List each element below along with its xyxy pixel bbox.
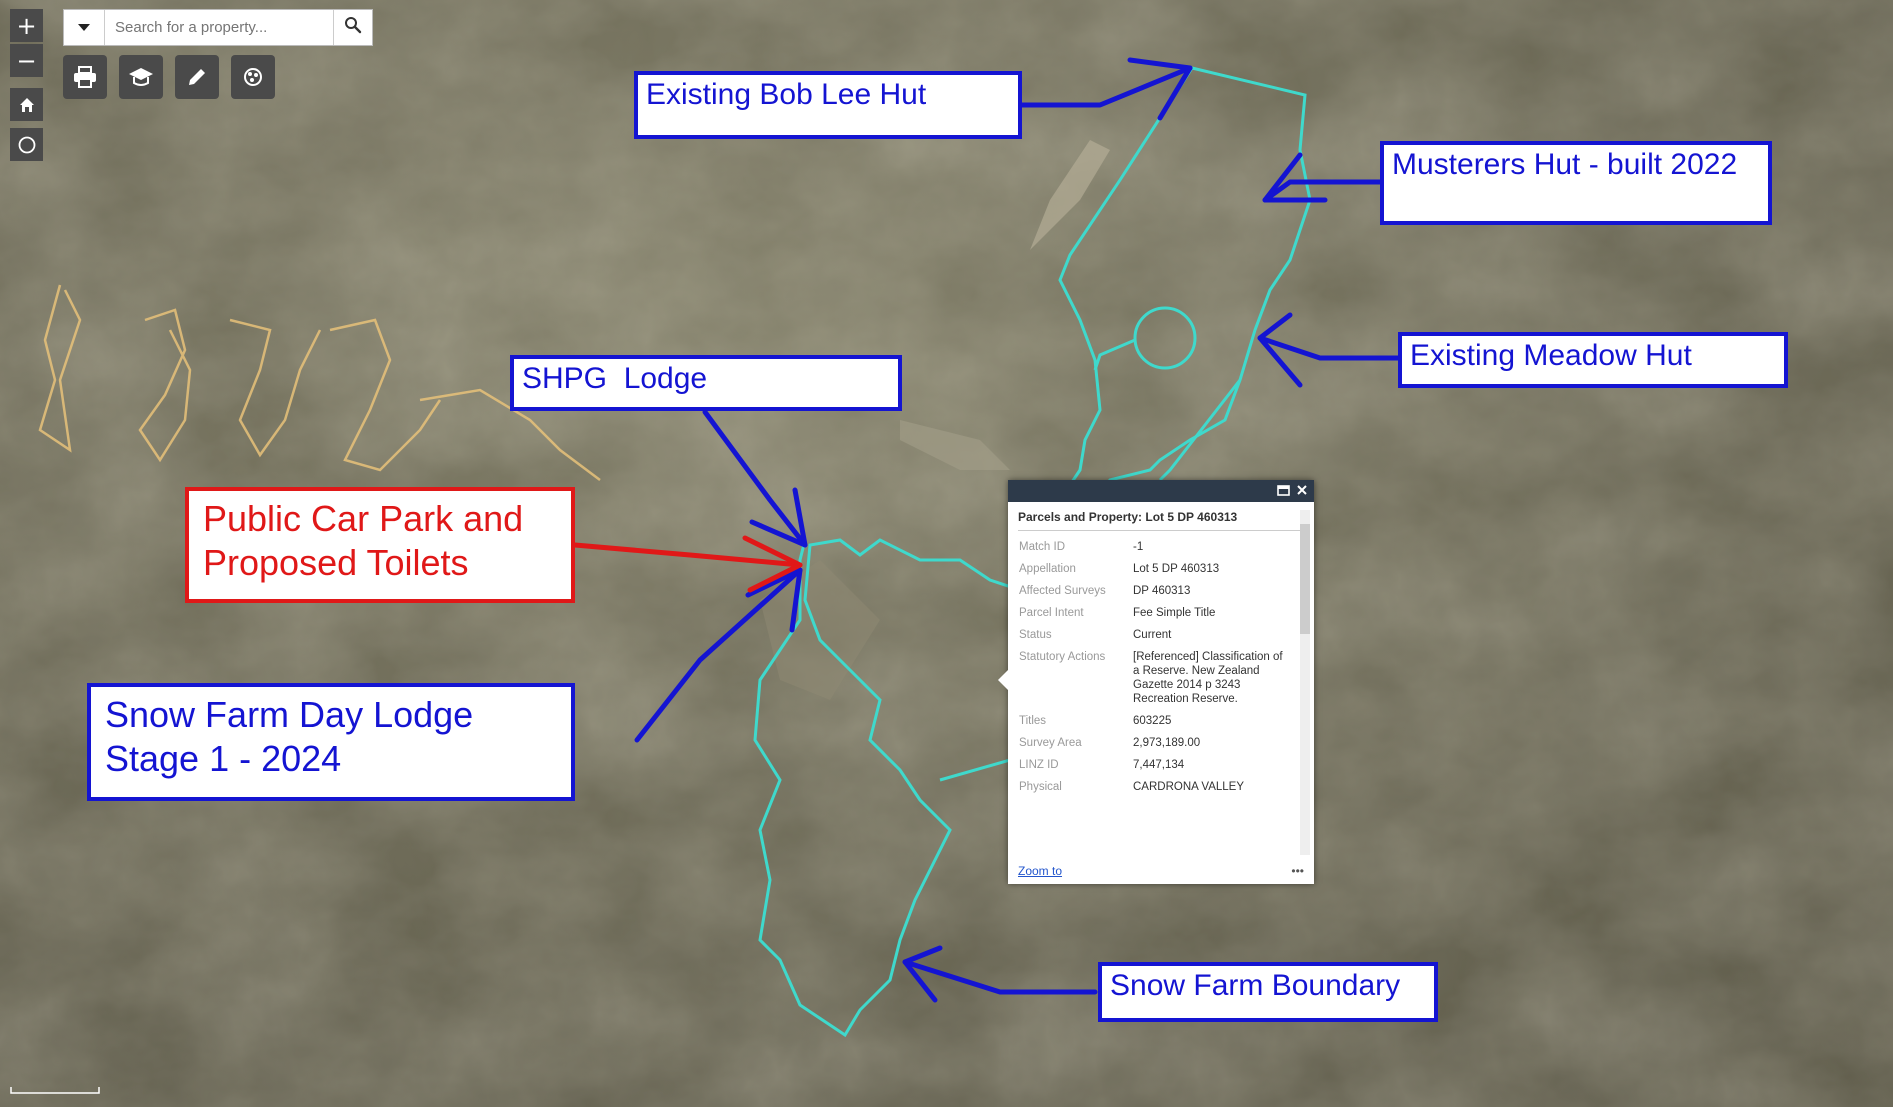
measure-button[interactable] — [175, 55, 219, 99]
pencil-icon — [186, 66, 208, 88]
zoom-out-button[interactable]: − — [10, 44, 43, 77]
label-text: Existing Meadow Hut — [1410, 339, 1692, 372]
meadow-hut-ring — [1133, 306, 1197, 370]
more-options-button[interactable]: ••• — [1291, 864, 1304, 878]
label-bob-lee-hut: Existing Bob Lee Hut — [634, 71, 1022, 139]
layers-button[interactable] — [231, 55, 275, 99]
home-icon — [18, 96, 36, 114]
search-input[interactable] — [105, 10, 333, 45]
car-park-arrow — [572, 535, 803, 593]
attribute-key: LINZ ID — [1019, 759, 1059, 771]
snow-farm-boundary-line — [753, 66, 1312, 1038]
pointer-arrows — [634, 57, 1403, 1003]
zoom-to-link[interactable]: Zoom to — [1018, 864, 1063, 878]
home-button[interactable] — [10, 88, 43, 121]
education-button[interactable] — [119, 55, 163, 99]
attribute-key: Statutory Actions — [1019, 651, 1106, 663]
popup-attribute-row: Status Current — [1016, 625, 1286, 647]
popup-attribute-row: Match ID -1 — [1016, 537, 1286, 559]
label-text: Existing Bob Lee Hut — [646, 78, 927, 111]
attribute-key: Parcel Intent — [1019, 607, 1084, 619]
popup-attribute-row: Appellation Lot 5 DP 460313 — [1016, 559, 1286, 581]
attribute-key: Status — [1019, 629, 1052, 641]
label-snow-farm-day-lodge: Snow Farm Day Lodge Stage 1 - 2024 — [87, 683, 575, 801]
attribute-value: 603225 — [1133, 715, 1172, 727]
attribute-value: DP 460313 — [1133, 585, 1191, 597]
print-button[interactable] — [63, 55, 107, 99]
scale-bar — [10, 1086, 100, 1097]
parcel-info-popup: Parcels and Property: Lot 5 DP 460313 Ma… — [998, 480, 1314, 884]
popup-attribute-row: Statutory Actions [Referenced] Classifica… — [1016, 647, 1286, 711]
popup-attribute-row: Titles 603225 — [1016, 711, 1286, 733]
popup-attribute-row: Parcel Intent Fee Simple Title — [1016, 603, 1286, 625]
label-text: Snow Farm Boundary — [1110, 969, 1401, 1002]
graduation-cap-icon — [128, 66, 154, 88]
attribute-key: Match ID — [1019, 541, 1066, 553]
popup-attribute-row: Survey Area 2,973,189.00 — [1016, 733, 1286, 755]
popup-scrollbar[interactable] — [1300, 510, 1310, 855]
label-text-line1: Snow Farm Day Lodge — [105, 694, 474, 735]
locate-button[interactable] — [10, 128, 43, 161]
attribute-value: Fee Simple Title — [1133, 607, 1216, 619]
attribute-key: Survey Area — [1019, 737, 1082, 749]
popup-pointer — [998, 670, 1008, 690]
search-button[interactable] — [333, 10, 372, 45]
label-snow-farm-boundary: Snow Farm Boundary — [1098, 962, 1438, 1022]
label-text-line1: Public Car Park and — [203, 498, 524, 539]
attribute-value: 2,973,189.00 — [1133, 737, 1201, 749]
road-lines — [38, 284, 601, 481]
close-icon[interactable] — [1296, 484, 1308, 498]
attribute-value: [Referenced] Classification of a Reserve… — [1133, 651, 1283, 705]
label-text: Musterers Hut - built 2022 — [1392, 148, 1738, 181]
popup-attribute-row: Affected Surveys DP 460313 — [1016, 581, 1286, 603]
popup-footer: Zoom to ••• — [1018, 864, 1304, 878]
popup-header-bar — [1008, 480, 1314, 502]
attribute-key: Physical — [1019, 781, 1062, 793]
popup-scroll-thumb[interactable] — [1300, 524, 1310, 634]
attribute-value: Lot 5 DP 460313 — [1133, 563, 1220, 575]
caret-down-icon — [77, 19, 91, 37]
property-search — [63, 9, 373, 46]
attribute-value: 7,447,134 — [1133, 759, 1185, 771]
maximize-icon[interactable] — [1277, 484, 1290, 498]
locate-icon — [17, 135, 37, 155]
attribute-value: -1 — [1133, 541, 1144, 553]
label-text-line2: Stage 1 - 2024 — [105, 738, 342, 779]
label-musterers-hut: Musterers Hut - built 2022 — [1380, 141, 1772, 225]
popup-attribute-row: Physical CARDRONA VALLEY — [1016, 777, 1286, 799]
search-source-dropdown[interactable] — [64, 10, 105, 45]
label-text: SHPG Lodge — [522, 362, 708, 395]
zoom-in-button[interactable]: + — [10, 9, 43, 42]
label-text-line2: Proposed Toilets — [203, 542, 469, 583]
label-meadow-hut: Existing Meadow Hut — [1398, 332, 1788, 388]
label-public-car-park: Public Car Park and Proposed Toilets — [185, 487, 575, 603]
label-shpg-lodge: SHPG Lodge — [510, 355, 902, 411]
print-icon — [73, 66, 97, 88]
layers-icon — [241, 66, 265, 88]
popup-title: Parcels and Property: Lot 5 DP 460313 — [1018, 510, 1304, 531]
attribute-value: CARDRONA VALLEY — [1133, 781, 1244, 793]
popup-attribute-row: LINZ ID 7,447,134 — [1016, 755, 1286, 777]
attribute-value: Current — [1133, 629, 1172, 641]
attribute-key: Affected Surveys — [1019, 585, 1106, 597]
search-icon — [344, 16, 362, 39]
attribute-key: Appellation — [1019, 563, 1076, 575]
attribute-key: Titles — [1019, 715, 1047, 727]
